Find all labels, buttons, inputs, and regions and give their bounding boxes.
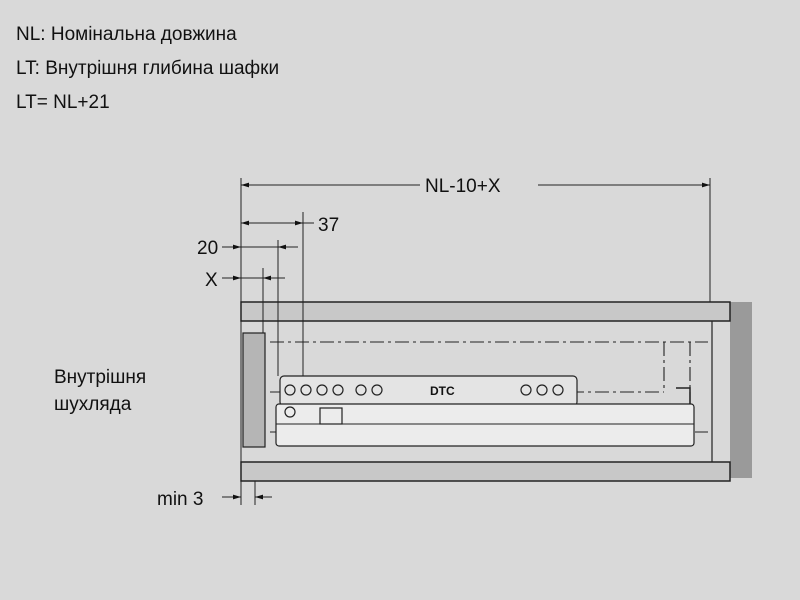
dimension-overall-label: NL-10+X — [425, 176, 501, 197]
cabinet-bottom-panel — [240, 461, 731, 482]
slide-holes — [284, 384, 564, 396]
drawer-label-line2: шухляда — [54, 394, 132, 415]
slide-rail-lower — [275, 403, 695, 447]
dimension-reference-lines — [240, 178, 711, 505]
slide-rear-hook — [676, 387, 691, 404]
drawer-label-line1: Внутрішня — [54, 367, 146, 388]
slide-brand-label: DTC — [430, 384, 455, 398]
cabinet-shadow — [730, 302, 752, 478]
slide-rail-upper — [279, 375, 578, 407]
dimension-x-label: X — [205, 270, 218, 291]
legend-nominal-length: NL: Номінальна довжина — [16, 24, 237, 45]
slide-front-wheel — [284, 406, 296, 418]
legend-formula: LT= NL+21 — [16, 92, 110, 113]
legend-inner-depth: LT: Внутрішня глибина шафки — [16, 58, 280, 79]
cabinet-top-panel — [240, 301, 731, 322]
dimension-37-label: 37 — [318, 215, 339, 236]
dimension-20-label: 20 — [197, 238, 218, 259]
dimension-min3-label: min 3 — [157, 489, 203, 510]
slide-locking-device — [319, 407, 343, 425]
drawer-front — [242, 332, 266, 448]
